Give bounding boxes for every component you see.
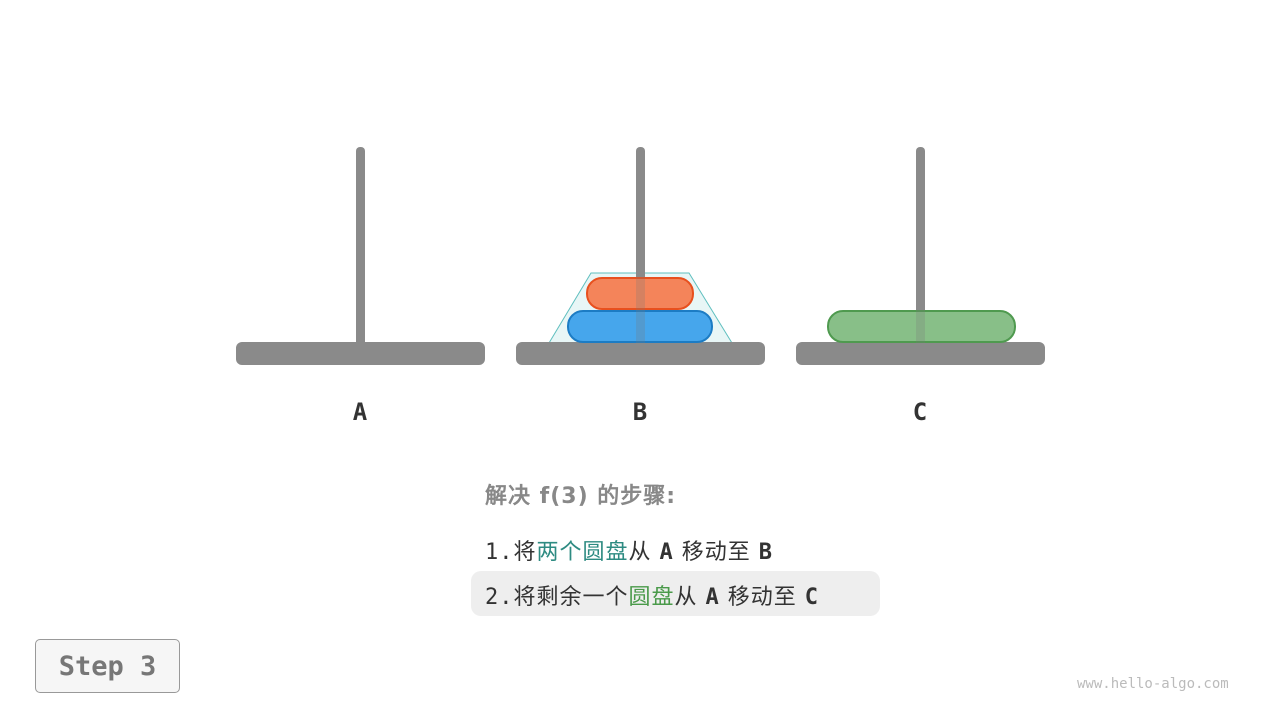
step-from-peg: A: [659, 540, 674, 565]
step-text-pre: 将剩余一个: [513, 585, 629, 610]
step-from-peg: A: [705, 585, 720, 610]
peg-b-pole: [636, 147, 645, 347]
step-number: 1.: [485, 540, 514, 565]
steps-title: 解决 f(3) 的步骤:: [485, 484, 677, 509]
peg-a-pole: [356, 147, 365, 347]
step-item-1: 1.将两个圆盘从 A 移动至 B: [485, 534, 773, 566]
disk-medium: [567, 310, 713, 343]
step-text-pre: 将: [513, 540, 537, 565]
peg-c-base: [796, 342, 1045, 365]
disk-large: [827, 310, 1016, 343]
step-number: 2.: [485, 585, 514, 610]
watermark: www.hello-algo.com: [1077, 676, 1229, 692]
peg-b-pole-overlay: [636, 277, 645, 343]
disk-small: [586, 277, 694, 310]
peg-c-label: C: [912, 398, 928, 426]
step-verb: 移动至: [719, 585, 805, 610]
peg-a-label: A: [352, 398, 368, 426]
step-indicator-button[interactable]: Step 3: [35, 639, 180, 693]
active-step-highlight: [471, 571, 880, 616]
step-to-peg: B: [758, 540, 774, 565]
step-verb: 移动至: [673, 540, 759, 565]
step-text-mid: 从: [674, 585, 706, 610]
peg-a-base: [236, 342, 485, 365]
step-highlight-text: 圆盘: [628, 585, 675, 610]
peg-b-base: [516, 342, 765, 365]
step-to-peg: C: [804, 585, 820, 610]
step-highlight-text: 两个圆盘: [536, 540, 629, 565]
step-text-mid: 从: [628, 540, 660, 565]
peg-c-pole-overlay: [916, 310, 925, 343]
step-item-2: 2.将剩余一个圆盘从 A 移动至 C: [485, 579, 819, 611]
peg-c-pole: [916, 147, 925, 347]
peg-b-label: B: [632, 398, 648, 426]
